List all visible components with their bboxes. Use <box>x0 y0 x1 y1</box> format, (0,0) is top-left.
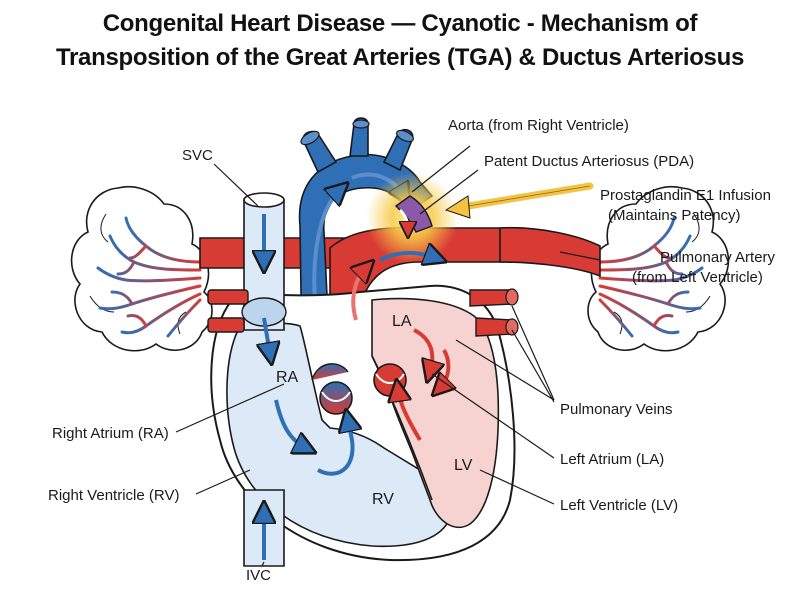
svc-label: SVC <box>182 147 213 164</box>
flow-arrows <box>274 253 448 476</box>
pge1-arrow <box>444 182 594 219</box>
vena-cava <box>241 192 287 567</box>
ivc-label: IVC <box>246 567 271 584</box>
pa-label-line1: Pulmonary Artery <box>660 249 776 266</box>
pulmonary-veins-label: Pulmonary Veins <box>560 401 673 418</box>
title-line-2: Transposition of the Great Arteries (TGA… <box>55 44 745 71</box>
pge1-label-line1: Prostaglandin E1 Infusion <box>600 187 771 204</box>
pge1-label-line2: (Maintains Patency) <box>608 207 741 224</box>
pulmonary-veins <box>207 288 519 337</box>
title-line-1: Congenital Heart Disease — Cyanotic - Me… <box>102 10 698 37</box>
left-lung-vessels <box>96 216 202 338</box>
aorta-label: Aorta (from Right Ventricle) <box>448 117 629 134</box>
left-atrium-label: Left Atrium (LA) <box>560 451 664 468</box>
left-lung <box>70 186 213 352</box>
ra-inner-label: RA <box>276 369 299 386</box>
right-lung-vessels <box>598 216 704 338</box>
la-inner-label: LA <box>392 313 412 330</box>
pda <box>366 172 458 264</box>
lv-inner-label: LV <box>454 457 473 474</box>
right-atrium-label: Right Atrium (RA) <box>52 425 169 442</box>
right-ventricle-label: Right Ventricle (RV) <box>48 487 179 504</box>
leader-lines <box>175 145 601 567</box>
pda-label: Patent Ductus Arteriosus (PDA) <box>484 153 694 170</box>
rv-inner-label: RV <box>372 491 394 508</box>
pa-label-line2: (from Left Ventricle) <box>632 269 763 286</box>
left-ventricle-label: Left Ventricle (LV) <box>560 497 678 514</box>
right-lung <box>587 186 730 352</box>
